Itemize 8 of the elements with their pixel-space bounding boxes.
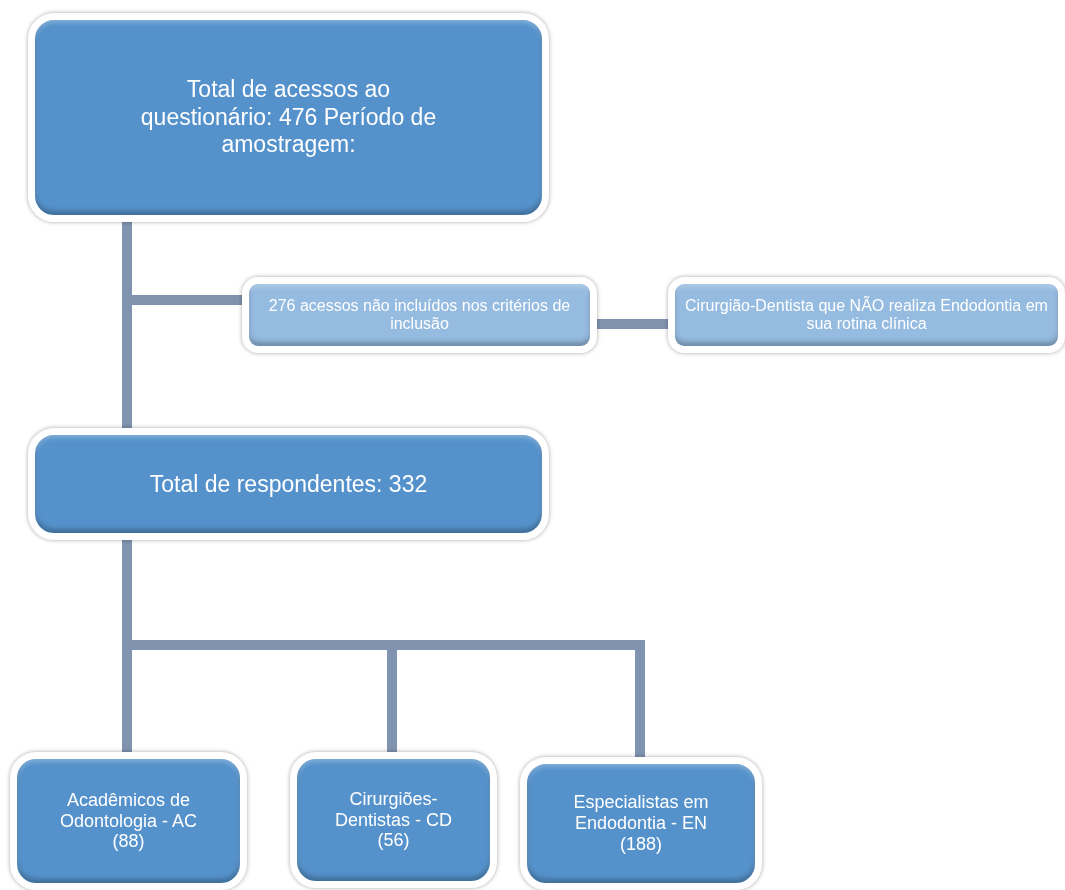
- box-text: Cirurgião-Dentista que NÃO realiza Endodontia em sua rotina clínica: [684, 296, 1049, 334]
- box-text: Cirurgiões-Dentistas - CD (56): [334, 788, 453, 852]
- box-text: Total de acessos ao questionário: 476 Período de amostragem:: [139, 76, 438, 159]
- box-text: 276 acessos não incluídos nos critérios de inclusão: [267, 296, 572, 334]
- box-text: Acadêmicos de Odontologia - AC (88): [58, 789, 199, 853]
- connector-line: [597, 319, 668, 329]
- box-text: Total de respondentes: 332: [148, 470, 429, 498]
- box-text: Especialistas em Endodontia - EN (188): [572, 792, 710, 855]
